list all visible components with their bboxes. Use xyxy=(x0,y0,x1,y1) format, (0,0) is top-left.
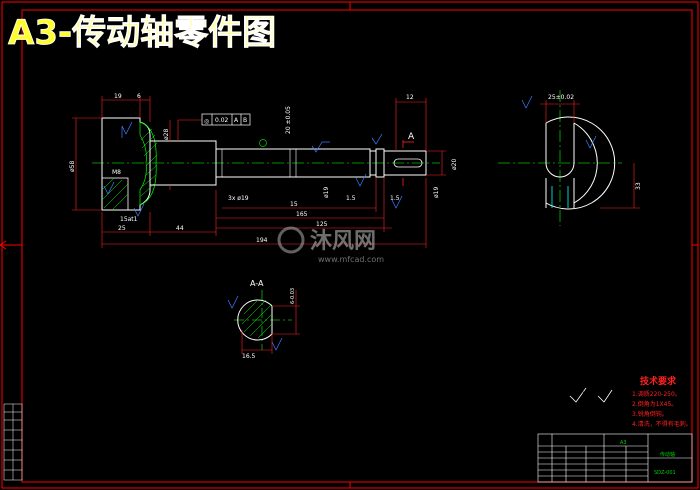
section-hatch xyxy=(241,299,273,339)
dim-groove-2: 1.5 xyxy=(390,195,400,202)
watermark-url: www.mfcad.com xyxy=(318,255,384,264)
dim-phi19a: ø19 xyxy=(323,187,330,198)
keyway xyxy=(393,158,423,168)
tapped-hole xyxy=(101,177,129,211)
watermark-brand: 沐风网 xyxy=(310,229,376,254)
section-mark: A xyxy=(408,132,415,142)
dim-tol-top: 20 ±0.05 xyxy=(285,106,292,134)
side-revision-table xyxy=(3,403,23,481)
drawing-title: A3-传动轴零件图 xyxy=(8,13,276,53)
dim-groove-1: 1.5 xyxy=(346,195,356,202)
dim-groove: 3x ø19 xyxy=(228,195,249,202)
section-label: A-A xyxy=(250,279,264,288)
dim-25: 25 xyxy=(118,225,126,232)
end-view-outline xyxy=(545,116,616,210)
dim-15: 15 xyxy=(290,201,298,208)
tol-datum2: B xyxy=(243,117,247,124)
dim-phi20: ø20 xyxy=(451,159,458,170)
dim-165: 165 xyxy=(296,211,308,218)
tech-item-1: 1.调质220-250。 xyxy=(632,390,681,398)
section-view: A-A 16.5 6-0.03 xyxy=(227,279,300,360)
tolerance-frame: ◎ 0.02 A B xyxy=(177,113,251,141)
end-dim-right: 33 xyxy=(635,182,642,190)
dim-phi19b: ø19 xyxy=(433,187,440,198)
title-block-scale: A3 xyxy=(620,440,627,446)
shaft-end xyxy=(383,150,427,176)
tech-title: 技术要求 xyxy=(640,375,677,387)
roughness-note: √ (√) xyxy=(569,387,613,403)
dim-19: 19 xyxy=(114,93,122,100)
tol-value: 0.02 xyxy=(215,117,229,124)
dim-194: 194 xyxy=(256,237,268,244)
hole-hatch xyxy=(101,177,129,211)
tech-item-3: 3.锐角倒钝。 xyxy=(632,410,668,418)
section-dim-side: 6-0.03 xyxy=(290,288,296,304)
tol-symbol: ◎ xyxy=(204,118,209,125)
end-view-slot xyxy=(545,123,575,178)
roughness-note-text: √ (√) xyxy=(572,390,584,396)
dim-m8: M8 xyxy=(112,169,121,176)
dim-phi58: ø58 xyxy=(69,161,76,172)
dim-6: 6 xyxy=(137,93,141,100)
flange-hatch xyxy=(139,121,157,206)
dim-44: 44 xyxy=(176,225,184,232)
end-view: 25±0.02 33 xyxy=(498,90,642,226)
end-dim-top: 25±0.02 xyxy=(548,94,574,101)
title-block-number: SDZ-001 xyxy=(654,470,676,476)
dim-chamfer: 15at1 xyxy=(120,216,138,223)
dimension-lines xyxy=(72,96,446,248)
watermark: 沐风网 www.mfcad.com xyxy=(277,226,384,264)
section-outline xyxy=(237,299,273,341)
roughness-marks xyxy=(103,121,403,217)
inner-border xyxy=(21,9,693,483)
title-block xyxy=(537,433,693,483)
tech-item-4: 4.清洗，不得有毛刺。 xyxy=(632,420,692,428)
tol-datum1: A xyxy=(234,117,239,124)
datum-b-marker xyxy=(259,139,267,147)
tech-requirements: 技术要求 1.调质220-250。 2.倒角为1X45。 3.锐角倒钝。 4.清… xyxy=(632,375,692,428)
dim-phi28: ø28 xyxy=(163,129,170,140)
dim-12: 12 xyxy=(406,94,414,101)
main-view: A xyxy=(69,93,458,248)
dim-125: 125 xyxy=(316,221,328,228)
title-block-part: 传动轴 xyxy=(660,451,675,458)
section-dim-bottom: 16.5 xyxy=(242,353,256,360)
tech-item-2: 2.倒角为1X45。 xyxy=(632,400,677,408)
